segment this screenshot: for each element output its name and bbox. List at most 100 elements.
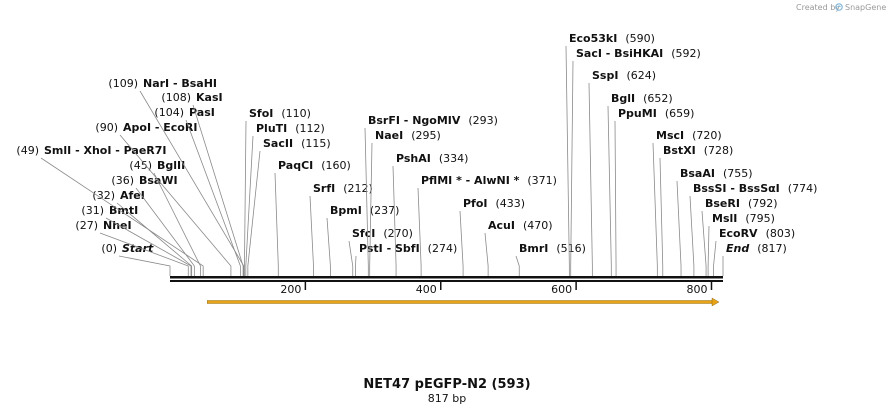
site-leader-line <box>99 232 189 276</box>
site-ppumi: PpuMI(659) <box>614 107 694 276</box>
site-paqci: PaqCI(160) <box>274 159 351 276</box>
site-leader-line <box>119 134 232 276</box>
site-label: SacII <box>263 137 293 150</box>
site-position: (274) <box>428 242 458 255</box>
site-label: PflMI * - AlwNI * <box>421 174 520 187</box>
site-position: (90) <box>95 121 118 134</box>
site-position: (45) <box>129 159 152 172</box>
site-position: (334) <box>439 152 469 165</box>
site-sfci: SfcI (270) <box>348 227 413 276</box>
site-nari-bsahi: NarI - BsaHI(109) <box>108 77 245 276</box>
site-pshai: PshAI(334) <box>392 152 469 276</box>
snapgene-credit: Created by SnapGene <box>796 3 886 12</box>
site-label: SfcI <box>352 227 375 240</box>
site-leader-line <box>689 195 695 276</box>
site-label: PstI - SbfI <box>359 242 420 255</box>
site-position: (112) <box>295 122 325 135</box>
site-position: (270) <box>383 227 413 240</box>
restriction-sites: Start(0)NheI(27)BmtI(31)AfeI(32)BsaWI(36… <box>16 32 817 276</box>
site-label: PpuMI <box>618 107 657 120</box>
site-label: EcoRV <box>719 227 758 240</box>
tick-200: 200 <box>280 282 307 296</box>
site-naei: NaeI(295) <box>369 129 441 276</box>
site-leader-line <box>244 120 247 276</box>
site-position: (49) <box>16 144 39 157</box>
site-leader-line <box>713 240 717 276</box>
site-kasi: KasI(108) <box>161 91 244 276</box>
site-leader-line <box>459 210 464 276</box>
site-leader-line <box>607 105 612 276</box>
site-start: Start(0) <box>101 242 171 276</box>
site-leader-line <box>348 240 354 276</box>
snapgene-logo-icon <box>835 3 843 11</box>
tick-800: 800 <box>686 282 713 296</box>
site-leader-line <box>40 157 204 276</box>
site-leader-line <box>309 195 314 276</box>
site-leader-line <box>417 187 422 276</box>
site-position: (792) <box>748 197 778 210</box>
site-sfoi: SfoI(110) <box>244 107 311 276</box>
site-msli: MslI(795) <box>707 212 775 276</box>
site-leader-line <box>153 172 201 276</box>
tick-600: 600 <box>551 282 577 296</box>
orf-arrow-body <box>207 300 714 304</box>
site-leader-line <box>326 217 331 276</box>
site-label: ApoI - EcoRI <box>123 121 197 134</box>
site-leader-line <box>676 180 682 276</box>
site-position: (27) <box>75 219 98 232</box>
site-label: BssSI - BssSαI <box>693 182 780 195</box>
site-pflmi-alwni: PflMI * - AlwNI *(371) <box>417 174 557 276</box>
site-bpmi: BpmI(237) <box>326 204 399 276</box>
site-leader-line <box>707 225 710 276</box>
site-afei: AfeI(32) <box>92 189 193 276</box>
site-pfoi: PfoI(433) <box>459 197 525 276</box>
site-position: (624) <box>626 69 656 82</box>
site-label: BsrFI - NgoMIV <box>368 114 461 127</box>
site-leader-line <box>484 232 489 276</box>
site-bsaai: BsaAI(755) <box>676 167 753 276</box>
site-leader-line <box>116 202 193 276</box>
site-leader-line <box>369 142 373 276</box>
site-srfi: SrfI(212) <box>309 182 373 276</box>
site-leader-line <box>588 82 593 276</box>
site-label: SfoI <box>249 107 273 120</box>
site-pluti: PluTI(112) <box>245 122 325 276</box>
site-label: AcuI <box>488 219 515 232</box>
site-leader-line <box>185 119 241 276</box>
backbone-top-strand <box>170 276 723 279</box>
site-bsrfi-ngomiv: BsrFI - NgoMIV(293) <box>364 114 498 276</box>
site-position: (295) <box>411 129 441 142</box>
site-label: SrfI <box>313 182 335 195</box>
site-psti-sbfi: PstI - SbfI (274) <box>355 242 457 276</box>
site-position: (31) <box>81 204 104 217</box>
site-label: BpmI <box>330 204 362 217</box>
site-position: (36) <box>111 174 134 187</box>
site-ecorv: EcoRV (803) <box>713 227 796 276</box>
site-label: BglII <box>157 159 185 172</box>
site-label: AfeI <box>120 189 145 202</box>
orf-arrow-head <box>711 297 720 307</box>
site-leader-line <box>274 172 279 276</box>
site-position: (160) <box>321 159 351 172</box>
site-position: (795) <box>745 212 775 225</box>
site-position: (108) <box>161 91 191 104</box>
site-position: (803) <box>766 227 796 240</box>
site-apoi-ecori: ApoI - EcoRI (90) <box>95 121 232 276</box>
site-position: (115) <box>301 137 331 150</box>
site-sspi: SspI(624) <box>588 69 656 276</box>
site-bsssi-bsss-i: BssSI - BssSαI(774) <box>689 182 817 276</box>
site-label: PasI <box>189 106 215 119</box>
site-pasi: PasI(104) <box>154 106 241 276</box>
site-label: BmrI <box>519 242 548 255</box>
site-position: (109) <box>108 77 138 90</box>
site-position: (652) <box>643 92 673 105</box>
tick-400: 400 <box>416 282 442 296</box>
tick-label: 800 <box>686 283 707 296</box>
site-position: (728) <box>704 144 734 157</box>
site-leader-line <box>245 135 254 276</box>
site-saci-bsihkai: SacI - BsiHKAI(592) <box>570 47 701 276</box>
site-label: End <box>726 242 749 255</box>
site-bseri: BseRI(792) <box>701 197 778 276</box>
site-position: (470) <box>523 219 553 232</box>
